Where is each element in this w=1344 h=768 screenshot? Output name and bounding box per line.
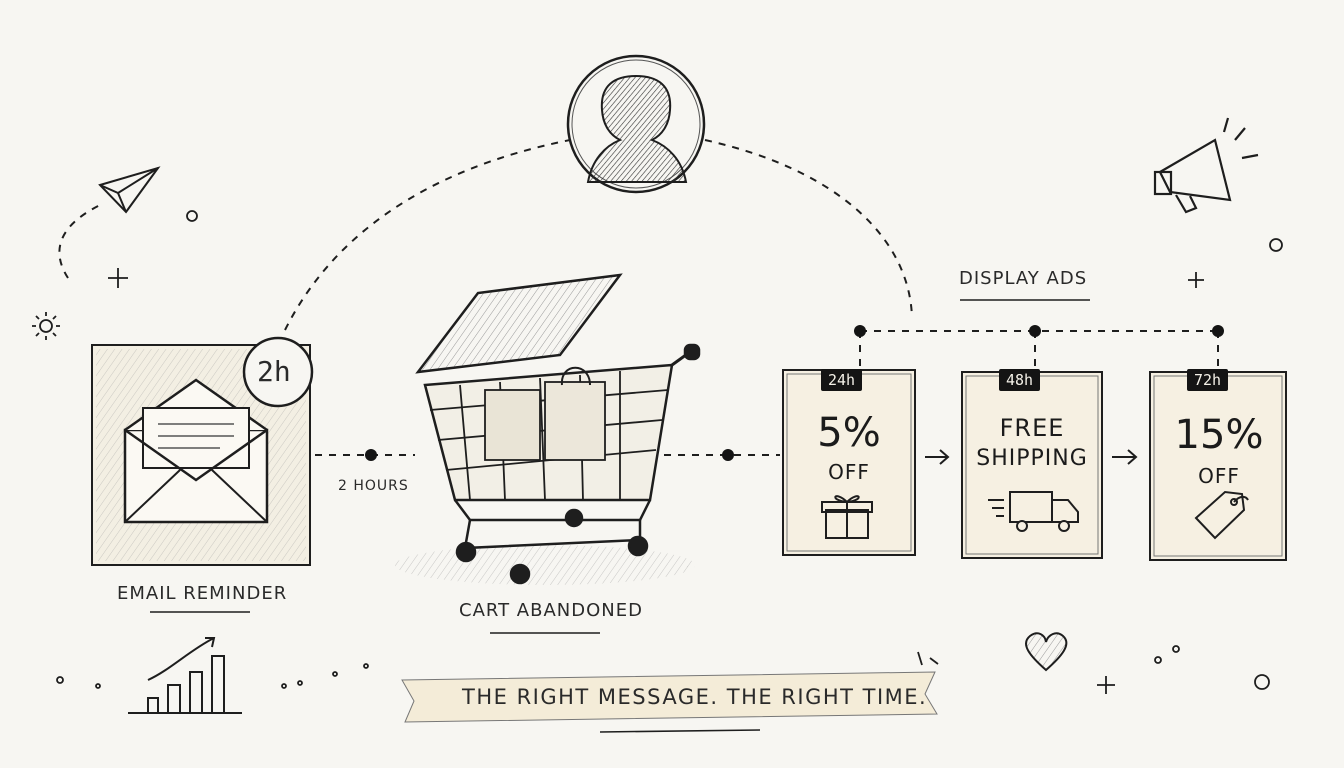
person-silhouette-icon xyxy=(586,74,688,183)
ad-value-48h: FREE xyxy=(999,414,1065,442)
arrow-right-icon xyxy=(925,449,950,465)
ad-value-72h: 15% xyxy=(1174,412,1264,458)
ad-value-24h: 5% xyxy=(817,410,881,456)
connector-email-to-user xyxy=(284,139,571,331)
email-reminder-label: EMAIL REMINDER xyxy=(117,583,288,604)
email-card xyxy=(91,336,314,566)
ad-card-72h xyxy=(1149,371,1287,561)
connector-user-to-ads xyxy=(704,139,913,319)
arrow-right-icon xyxy=(1112,449,1138,465)
bar-chart-growth-icon xyxy=(128,637,242,714)
tag-icon xyxy=(1194,490,1249,540)
paper-plane-icon xyxy=(98,166,161,214)
ad-detail-24h: OFF xyxy=(828,460,870,484)
connector-plane-trail xyxy=(58,204,101,279)
ad-time-badge-72h: 72h xyxy=(1187,369,1229,391)
cart-abandoned-label: CART ABANDONED xyxy=(459,600,643,621)
megaphone-icon xyxy=(1153,117,1259,214)
envelope-icon xyxy=(123,378,269,524)
timer-badge-circle xyxy=(242,336,314,408)
truck-icon xyxy=(988,491,1079,532)
label-underlines xyxy=(150,299,1090,634)
dashed-connectors xyxy=(58,139,1219,456)
connector-dots xyxy=(365,325,1224,461)
timer-badge-text: 2h xyxy=(257,355,291,388)
connector-label-2-hours: 2 HOURS xyxy=(338,478,409,494)
heart-icon xyxy=(1025,632,1068,672)
gift-icon xyxy=(821,495,873,539)
ad-detail-48h: SHIPPING xyxy=(976,446,1088,471)
arrows xyxy=(925,449,1138,465)
ad-time-badge-24h: 24h xyxy=(821,369,863,391)
ad-detail-72h: OFF xyxy=(1198,464,1240,488)
ad-card-48h xyxy=(961,371,1103,559)
ad-card-24h xyxy=(782,369,916,556)
banner-text: THE RIGHT MESSAGE. THE RIGHT TIME. xyxy=(462,685,928,709)
ad-time-badge-48h: 48h xyxy=(999,369,1041,391)
user-avatar xyxy=(566,54,706,194)
message-banner-ribbon xyxy=(401,671,938,733)
shopping-cart-icon xyxy=(395,273,701,585)
display-ads-label: DISPLAY ADS xyxy=(959,268,1088,289)
sparkle-doodles xyxy=(32,210,1283,694)
